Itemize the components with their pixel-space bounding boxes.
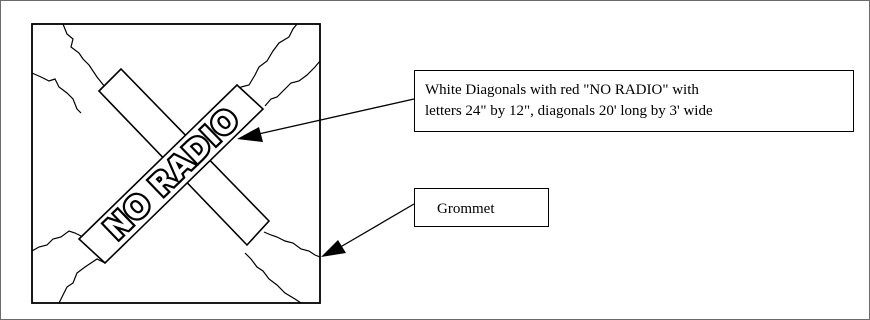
diagonals-leader-line xyxy=(253,98,415,136)
diagonals-callout-line-1: White Diagonals with red "NO RADIO" with xyxy=(425,82,699,98)
diagonals-arrowhead xyxy=(237,127,263,142)
grommet-leader-line xyxy=(336,203,415,250)
torn-edge-left-lower xyxy=(58,258,106,303)
grommet-arrowhead xyxy=(321,240,346,257)
torn-edge-top-right xyxy=(236,24,298,95)
torn-edge-left-upper xyxy=(32,72,82,114)
grommet-callout-box: Grommet xyxy=(414,188,549,227)
diagonals-callout-box: White Diagonals with red "NO RADIO" with… xyxy=(414,70,854,132)
diagonals-callout-line-2: letters 24" by 12", diagonals 20' long b… xyxy=(425,103,713,119)
torn-edge-bottom-right xyxy=(263,231,320,258)
grommet-callout-label: Grommet xyxy=(437,201,495,217)
torn-edge-right-upper xyxy=(264,60,320,107)
torn-edge-top-left xyxy=(62,24,106,88)
torn-edge-right-lower xyxy=(244,252,302,303)
diagonal-strip-ascending xyxy=(77,83,265,265)
torn-edge-bottom-left xyxy=(32,230,84,252)
